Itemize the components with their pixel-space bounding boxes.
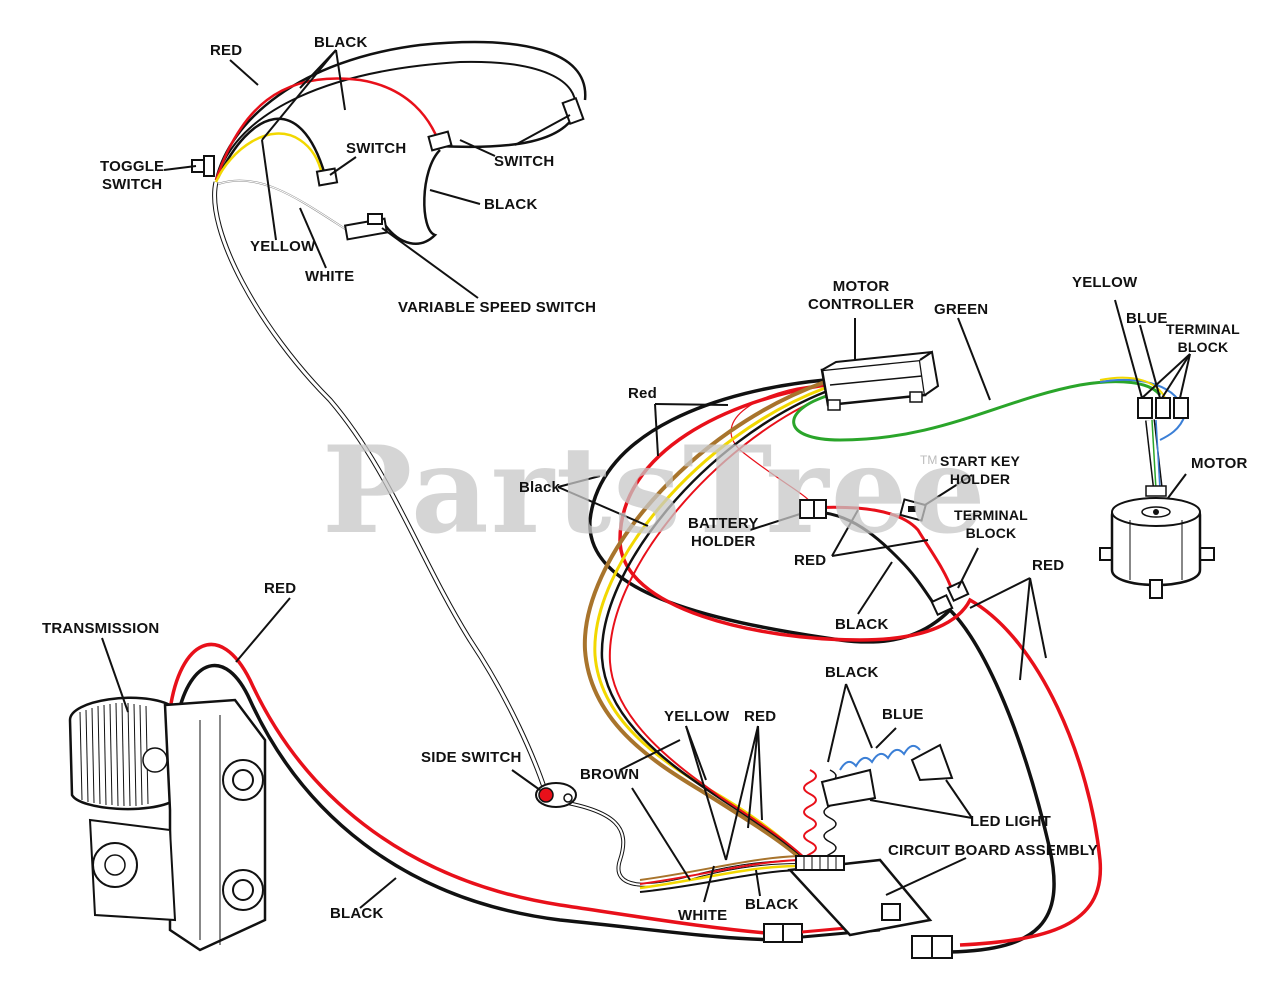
label-green: GREEN xyxy=(934,301,989,318)
black-wire-big-loop xyxy=(588,378,1056,954)
terminal-block-right-part xyxy=(1137,397,1189,419)
yellow-wire-top xyxy=(214,132,324,183)
label-black-top: BLACK xyxy=(314,34,368,51)
label-blue-right: BLUE xyxy=(1126,310,1168,327)
red-wire-big-loop xyxy=(618,383,1103,947)
label-brown: BROWN xyxy=(580,766,640,783)
label-toggle-switch: TOGGLE SWITCH xyxy=(100,158,165,193)
strand-red xyxy=(639,859,799,885)
circuit-board-part xyxy=(787,855,953,959)
terminal-block-mid-part xyxy=(930,579,970,617)
label-white-top: WHITE xyxy=(305,268,355,285)
label-circuit-board-assembly: CIRCUIT BOARD ASSEMBLY xyxy=(888,842,1098,859)
label-blue-led: BLUE xyxy=(882,706,924,723)
label-switch-mid: SWITCH xyxy=(346,140,407,157)
start-key-holder-part xyxy=(899,498,927,522)
white-wire-vs xyxy=(217,179,351,233)
bundle-red xyxy=(608,395,826,866)
label-red-mid: RED xyxy=(794,552,827,569)
transmission-black-wire xyxy=(176,663,791,942)
motor-controller-part xyxy=(820,350,940,411)
black-wire-battery xyxy=(807,510,942,613)
label-yellow-top: YELLOW xyxy=(250,238,316,255)
strand-brown xyxy=(639,855,799,881)
bundle-black xyxy=(600,390,826,863)
leader-lines xyxy=(101,49,1191,909)
label-motor-controller: MOTOR CONTROLLER xyxy=(808,278,915,313)
watermark-text: PartsTree xyxy=(322,420,988,561)
label-red-left: RED xyxy=(264,580,297,597)
variable-speed-switch-part xyxy=(343,213,389,241)
strand-yellow xyxy=(639,864,799,890)
label-red-bottom: RED xyxy=(744,708,777,725)
main-harness xyxy=(168,376,1187,954)
label-terminal-block-right: TERMINAL BLOCK xyxy=(1166,321,1240,355)
label-red-top: RED xyxy=(210,42,243,59)
red-wire-battery xyxy=(807,505,954,591)
label-black-left: BLACK xyxy=(330,905,384,922)
label-black-led: BLACK xyxy=(825,664,879,681)
transmission-connector xyxy=(763,923,803,943)
transmission-red-wire xyxy=(168,642,791,937)
black-wire-switch xyxy=(216,117,327,179)
motor-part xyxy=(1099,485,1215,599)
strand-black xyxy=(639,869,799,893)
label-start-key-holder: START KEY HOLDER xyxy=(940,453,1021,487)
label-led-light: LED LIGHT xyxy=(970,813,1051,830)
label-black-mixed: Black xyxy=(519,479,561,496)
label-yellow-bottom: YELLOW xyxy=(664,708,730,725)
side-switch-part xyxy=(535,782,577,808)
bundle-brown xyxy=(582,380,826,860)
label-motor: MOTOR xyxy=(1191,455,1248,472)
watermark-trademark: TM xyxy=(920,453,938,467)
label-transmission: TRANSMISSION xyxy=(42,620,160,637)
label-terminal-block-mid: TERMINAL BLOCK xyxy=(954,507,1028,541)
led-light-part xyxy=(803,743,954,867)
red-wire-top xyxy=(214,77,440,181)
label-yellow-right: YELLOW xyxy=(1072,274,1138,291)
label-black-bottom: BLACK xyxy=(745,896,799,913)
label-white-bottom: WHITE xyxy=(678,907,728,924)
switch-right-part xyxy=(561,96,585,126)
battery-holder-part xyxy=(799,499,827,519)
black-wire-loop-outer xyxy=(214,40,587,181)
blue-coil xyxy=(839,744,921,771)
label-battery-holder: BATTERY HOLDER xyxy=(688,515,759,550)
black-wire-vs xyxy=(384,149,441,245)
label-variable-speed-switch: VARIABLE SPEED SWITCH xyxy=(398,299,597,316)
label-red-right: RED xyxy=(1032,557,1065,574)
switch-red-part xyxy=(427,130,453,152)
red-coil xyxy=(803,769,817,867)
transmission-part xyxy=(68,696,267,952)
top-harness xyxy=(191,40,587,791)
label-red-mixed: Red xyxy=(628,385,657,402)
label-black-center: BLACK xyxy=(835,616,889,633)
label-switch-right: SWITCH xyxy=(494,153,555,170)
green-wire xyxy=(792,380,1162,442)
label-black-mid: BLACK xyxy=(484,196,538,213)
bundle-yellow xyxy=(593,386,826,862)
label-side-switch: SIDE SWITCH xyxy=(421,749,522,766)
